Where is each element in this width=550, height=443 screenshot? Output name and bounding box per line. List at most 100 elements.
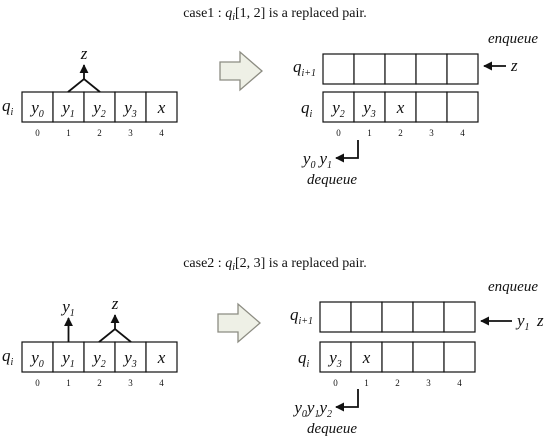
row-symbol: y2 <box>91 98 106 120</box>
dequeue-arrow <box>335 140 359 163</box>
index-label: 3 <box>128 378 133 388</box>
index-label: 0 <box>35 128 40 138</box>
row-symbol: x <box>157 98 166 117</box>
queue-cells <box>322 53 479 85</box>
dequeue-label: dequeue <box>307 172 357 188</box>
row-symbol: x <box>157 348 166 367</box>
enqueue-queue: qi+1 enqueue z <box>293 31 538 85</box>
row-symbol: y3 <box>122 98 137 120</box>
source-row <box>21 341 178 373</box>
queue-cell <box>446 91 479 123</box>
queue-label: qi <box>301 98 313 120</box>
row-indices: 0 1 2 3 4 <box>35 378 164 388</box>
queue-cell <box>350 341 383 373</box>
queue-symbol: y3 <box>327 348 342 370</box>
row-symbol: y1 <box>60 98 75 120</box>
queue-cell <box>353 53 386 85</box>
emitted-symbol: y1 <box>60 297 75 319</box>
queue-cells <box>319 341 476 373</box>
replacement-symbol: z <box>80 44 88 63</box>
index-label: 1 <box>66 128 71 138</box>
row-indices: 0 1 2 3 4 <box>35 128 164 138</box>
index-label: 4 <box>159 128 164 138</box>
index-label: 0 <box>333 378 338 388</box>
row-symbol: y1 <box>60 348 75 370</box>
row-symbol: y0 <box>29 98 44 120</box>
incoming-symbols: z <box>510 56 518 75</box>
queue-cell <box>21 91 54 123</box>
queue-cell <box>21 341 54 373</box>
transition-arrow-icon <box>219 50 263 92</box>
index-label: 3 <box>128 128 133 138</box>
index-label: 1 <box>367 128 372 138</box>
queue-cell <box>384 91 417 123</box>
case-panel-2: case2 : qi[2, 3] is a replaced pair. qi y0… <box>2 256 544 437</box>
row-label: qi <box>2 96 14 118</box>
index-label: 3 <box>426 378 431 388</box>
queue-cell <box>83 341 116 373</box>
index-label: 4 <box>460 128 465 138</box>
queue-symbol: y2 <box>330 98 345 120</box>
case-panel-1: case1 : qi[1, 2] is a replaced pair. qi y0… <box>2 6 538 188</box>
case-caption: case1 : qi[1, 2] is a replaced pair. <box>183 6 367 23</box>
enqueue-queue: qi+1 enqueue y1 z <box>290 279 544 333</box>
queue-indices: 0 1 2 3 4 <box>333 378 462 388</box>
row-symbol: y0 <box>29 348 44 370</box>
queue-symbol: y3 <box>361 98 376 120</box>
index-label: 0 <box>35 378 40 388</box>
queue-cell <box>381 341 414 373</box>
pair-bracket <box>98 327 132 343</box>
queue-cell <box>381 301 414 333</box>
dequeued-symbols: y0y1y2 <box>292 398 332 420</box>
queue-label: qi+1 <box>290 305 313 327</box>
queue-cell <box>350 301 383 333</box>
queue-symbol: x <box>396 98 405 117</box>
index-label: 4 <box>159 378 164 388</box>
queue-cell <box>322 91 355 123</box>
queue-cell <box>443 301 476 333</box>
index-label: 0 <box>336 128 341 138</box>
index-label: 1 <box>66 378 71 388</box>
queue-cell <box>52 91 85 123</box>
queue-cell <box>415 53 448 85</box>
queue-cell <box>319 341 352 373</box>
row-label: qi <box>2 346 14 368</box>
dequeue-label: dequeue <box>307 421 357 437</box>
enqueue-label: enqueue <box>488 31 538 47</box>
queue-cell <box>319 301 352 333</box>
transition-arrow-icon <box>217 302 261 344</box>
index-label: 2 <box>97 128 102 138</box>
index-label: 2 <box>97 378 102 388</box>
queue-cells <box>322 91 479 123</box>
queue-cell <box>415 91 448 123</box>
queue-cell <box>145 91 178 123</box>
dequeue-arrow <box>335 389 359 412</box>
queue-cell <box>322 53 355 85</box>
queue-cell <box>412 341 445 373</box>
case-caption: case2 : qi[2, 3] is a replaced pair. <box>183 256 367 273</box>
enqueue-label: enqueue <box>488 279 538 295</box>
queue-label: qi <box>298 348 310 370</box>
queue-cell <box>443 341 476 373</box>
index-label: 2 <box>395 378 400 388</box>
index-label: 2 <box>398 128 403 138</box>
queue-cell <box>145 341 178 373</box>
queue-cell <box>384 53 417 85</box>
queue-cell <box>446 53 479 85</box>
index-label: 4 <box>457 378 462 388</box>
incoming-symbols: y1 z <box>515 311 544 333</box>
row-symbol: y3 <box>122 348 137 370</box>
queue-label: qi+1 <box>293 57 316 79</box>
row-symbol: y2 <box>91 348 106 370</box>
queue-cell <box>353 91 386 123</box>
queue-symbol: x <box>362 348 371 367</box>
replacement-symbol: z <box>111 294 119 313</box>
pair-bracket <box>67 77 101 93</box>
index-label: 1 <box>364 378 369 388</box>
queue-cells <box>319 301 476 333</box>
